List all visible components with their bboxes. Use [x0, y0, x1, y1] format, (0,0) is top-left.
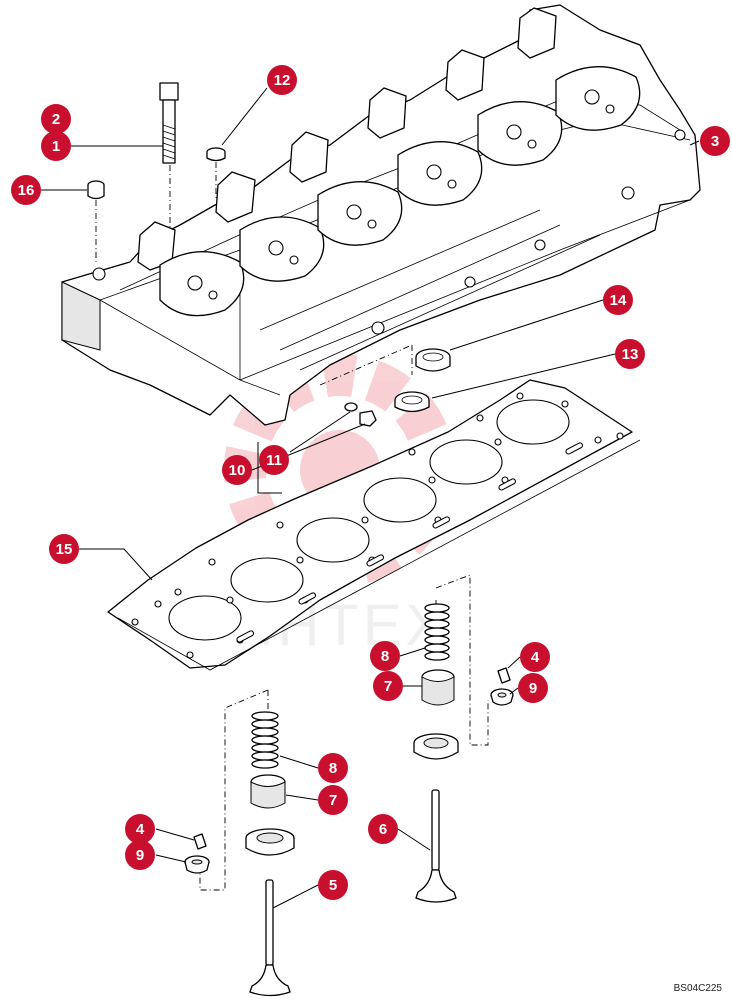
- alignment-line: [319, 344, 413, 386]
- valve-seal-left: [245, 828, 295, 856]
- spring-seat-left: [250, 774, 286, 809]
- valve-spring-right: [424, 603, 450, 661]
- svg-text:7: 7: [384, 678, 392, 695]
- callout-16: 16: [11, 175, 41, 205]
- callout-14: 14: [603, 285, 633, 315]
- callout-12: 12: [267, 65, 297, 95]
- callout-13: 13: [615, 339, 645, 369]
- callout-6: 6: [368, 814, 398, 844]
- callout-9-left: 9: [125, 840, 155, 870]
- svg-text:16: 16: [18, 182, 35, 199]
- keeper-left: [193, 833, 207, 850]
- svg-text:15: 15: [56, 541, 73, 558]
- callout-4-left: 4: [125, 814, 155, 844]
- callout-11: 11: [259, 445, 289, 475]
- figure-reference-code: BS04C225: [673, 983, 722, 994]
- svg-text:6: 6: [379, 821, 387, 838]
- callout-8-left: 8: [318, 753, 348, 783]
- callout-1: 1: [41, 131, 71, 161]
- svg-text:9: 9: [529, 680, 537, 697]
- retainer-right: [490, 688, 514, 706]
- svg-text:10: 10: [229, 462, 246, 479]
- callout-15: 15: [49, 534, 79, 564]
- cylinder-head: [61, 4, 701, 426]
- callout-10: 10: [222, 455, 252, 485]
- svg-text:1: 1: [52, 138, 60, 155]
- leader-lines: [41, 87, 700, 909]
- valve-5: [249, 879, 291, 997]
- valve-seal-right: [413, 733, 459, 760]
- svg-text:8: 8: [381, 648, 389, 665]
- callout-3: 3: [700, 126, 730, 156]
- valve-6: [415, 789, 457, 903]
- seal-14: [415, 348, 451, 372]
- alignment-line: [199, 689, 269, 891]
- svg-text:3: 3: [711, 133, 719, 150]
- callout-4-right: 4: [520, 642, 550, 672]
- plug-10: [359, 410, 377, 427]
- svg-text:11: 11: [266, 452, 282, 469]
- retainer-left: [184, 855, 210, 874]
- svg-text:7: 7: [329, 792, 337, 809]
- seal-13: [394, 391, 430, 413]
- valve-spring-left: [251, 711, 279, 769]
- svg-text:2: 2: [52, 111, 60, 128]
- svg-text:4: 4: [531, 649, 540, 666]
- callout-8-right: 8: [370, 641, 400, 671]
- svg-text:14: 14: [610, 292, 627, 309]
- callout-2: 2: [41, 104, 71, 134]
- plug-12: [206, 147, 226, 162]
- svg-text:9: 9: [136, 847, 144, 864]
- callout-5: 5: [318, 870, 348, 900]
- keeper-right: [497, 667, 511, 684]
- callout-7-right: 7: [373, 671, 403, 701]
- svg-text:13: 13: [622, 346, 639, 363]
- svg-text:4: 4: [136, 821, 145, 838]
- head-gasket: [107, 379, 641, 671]
- alignment-line: [435, 574, 489, 746]
- spring-seat-right: [421, 669, 455, 706]
- washer-11: [344, 402, 358, 412]
- callout-7-left: 7: [318, 785, 348, 815]
- svg-text:12: 12: [274, 72, 291, 89]
- svg-text:8: 8: [329, 760, 337, 777]
- plug-16: [87, 180, 105, 200]
- callout-9-right: 9: [518, 673, 548, 703]
- head-bolt: [159, 82, 179, 164]
- svg-text:5: 5: [329, 877, 337, 894]
